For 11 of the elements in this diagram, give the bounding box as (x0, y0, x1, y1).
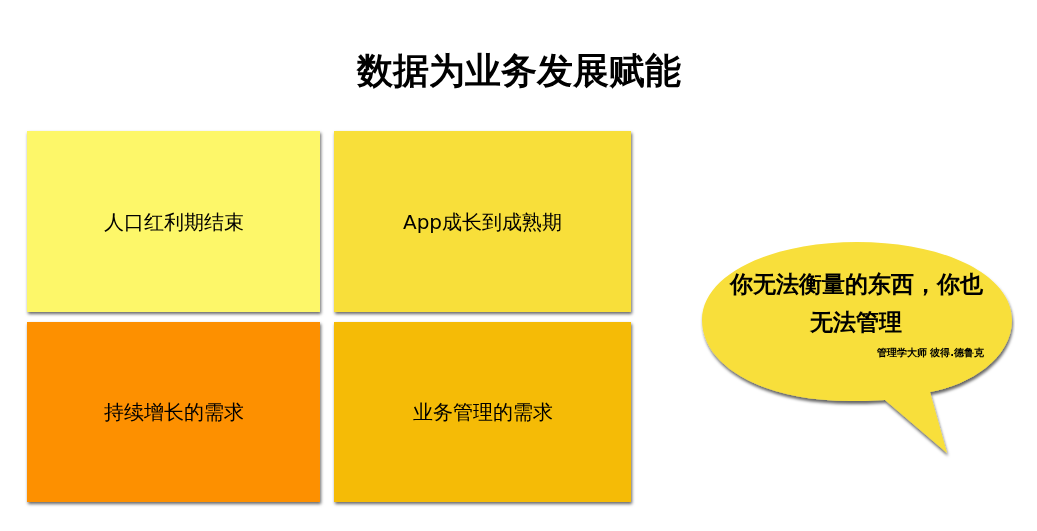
card (27, 131, 320, 312)
card-text: 持续增长的需求 (103, 399, 244, 426)
card-text: 人口红利期结束 (103, 208, 244, 236)
quote-text: 你无法衡量的东西，你也无法管理 (728, 270, 984, 337)
card (334, 131, 631, 312)
quote-attribution: 管理学大师 彼得.德鲁克 (876, 346, 984, 360)
card (27, 322, 320, 502)
card (334, 322, 631, 502)
card-text: App成长到成熟期 (402, 208, 563, 236)
title: 数据为业务发展赋能 (356, 49, 681, 93)
card-text: 业务管理的需求 (412, 399, 553, 426)
